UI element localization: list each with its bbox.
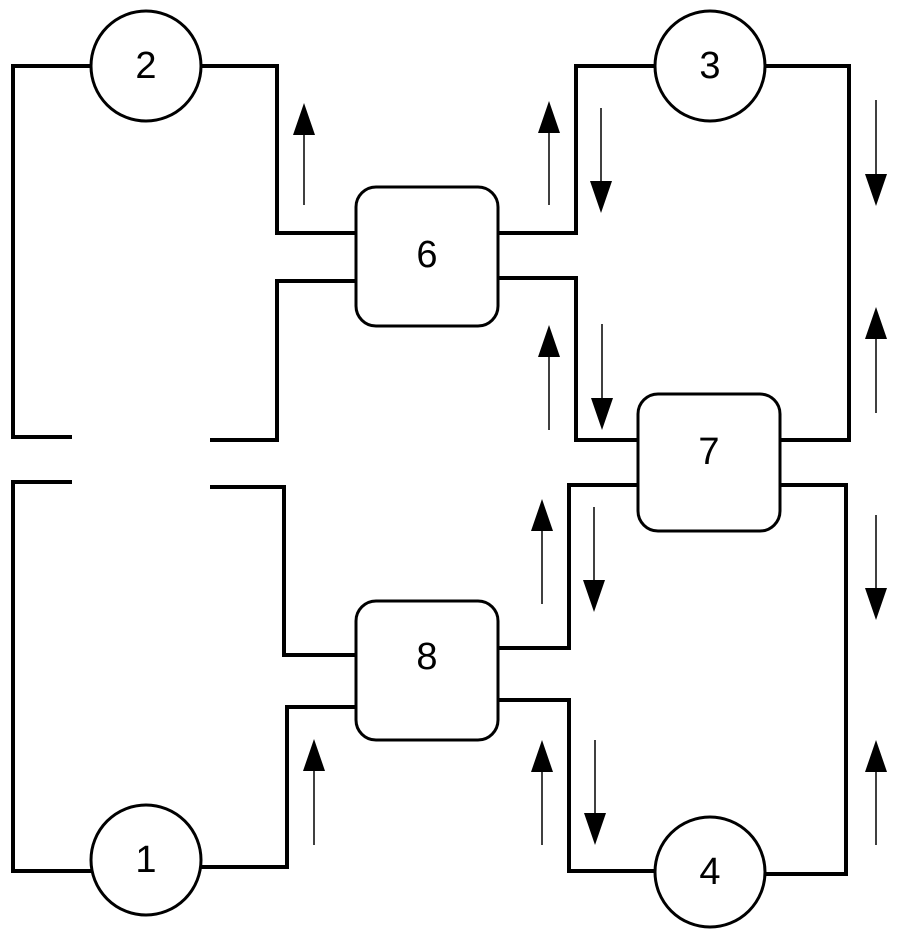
node-1: 1 — [89, 803, 203, 917]
wire-n2-to-n6 — [200, 64, 358, 235]
node-4-label: 4 — [699, 851, 720, 893]
node-6-label: 6 — [416, 234, 437, 276]
node-4: 4 — [653, 815, 767, 929]
wire-n8-to-n4 — [497, 698, 658, 873]
flow-arrows — [293, 100, 887, 845]
node-7-label: 7 — [698, 431, 719, 473]
wire-n1-left-loop — [11, 480, 92, 873]
arrow-up-icon — [865, 307, 887, 413]
node-8: 8 — [354, 599, 500, 742]
arrow-down-icon — [865, 100, 887, 206]
node-6: 6 — [354, 185, 500, 328]
node-3: 3 — [653, 9, 767, 123]
arrow-up-icon — [538, 325, 560, 430]
node-2-label: 2 — [135, 45, 156, 87]
arrow-up-icon — [531, 499, 553, 604]
wire-n6-to-n7 — [497, 276, 640, 442]
wire-n7-to-n4 — [765, 483, 848, 876]
arrow-down-icon — [583, 507, 605, 612]
wire-n6-to-n3 — [497, 64, 658, 235]
wire-n2-left-loop — [11, 64, 92, 439]
node-2: 2 — [89, 9, 203, 123]
arrow-up-icon — [303, 739, 325, 845]
node-7: 7 — [636, 392, 782, 533]
wire-n1-to-n8 — [200, 705, 358, 869]
arrow-down-icon — [584, 740, 606, 845]
arrow-up-icon — [538, 101, 560, 205]
arrow-up-icon — [865, 740, 887, 845]
node-1-label: 1 — [135, 839, 156, 881]
wire-gap-bottom-to-n8 — [210, 485, 358, 657]
arrow-down-icon — [865, 515, 887, 620]
wire-n6-to-gap-top — [210, 279, 358, 442]
arrow-down-icon — [591, 324, 613, 430]
arrow-down-icon — [590, 108, 612, 213]
wire-n8-to-n7 — [497, 483, 640, 650]
arrow-up-icon — [293, 103, 315, 205]
node-3-label: 3 — [699, 45, 720, 87]
wire-n3-to-n7 — [765, 64, 851, 442]
node-8-label: 8 — [416, 636, 437, 678]
arrow-up-icon — [531, 740, 553, 845]
